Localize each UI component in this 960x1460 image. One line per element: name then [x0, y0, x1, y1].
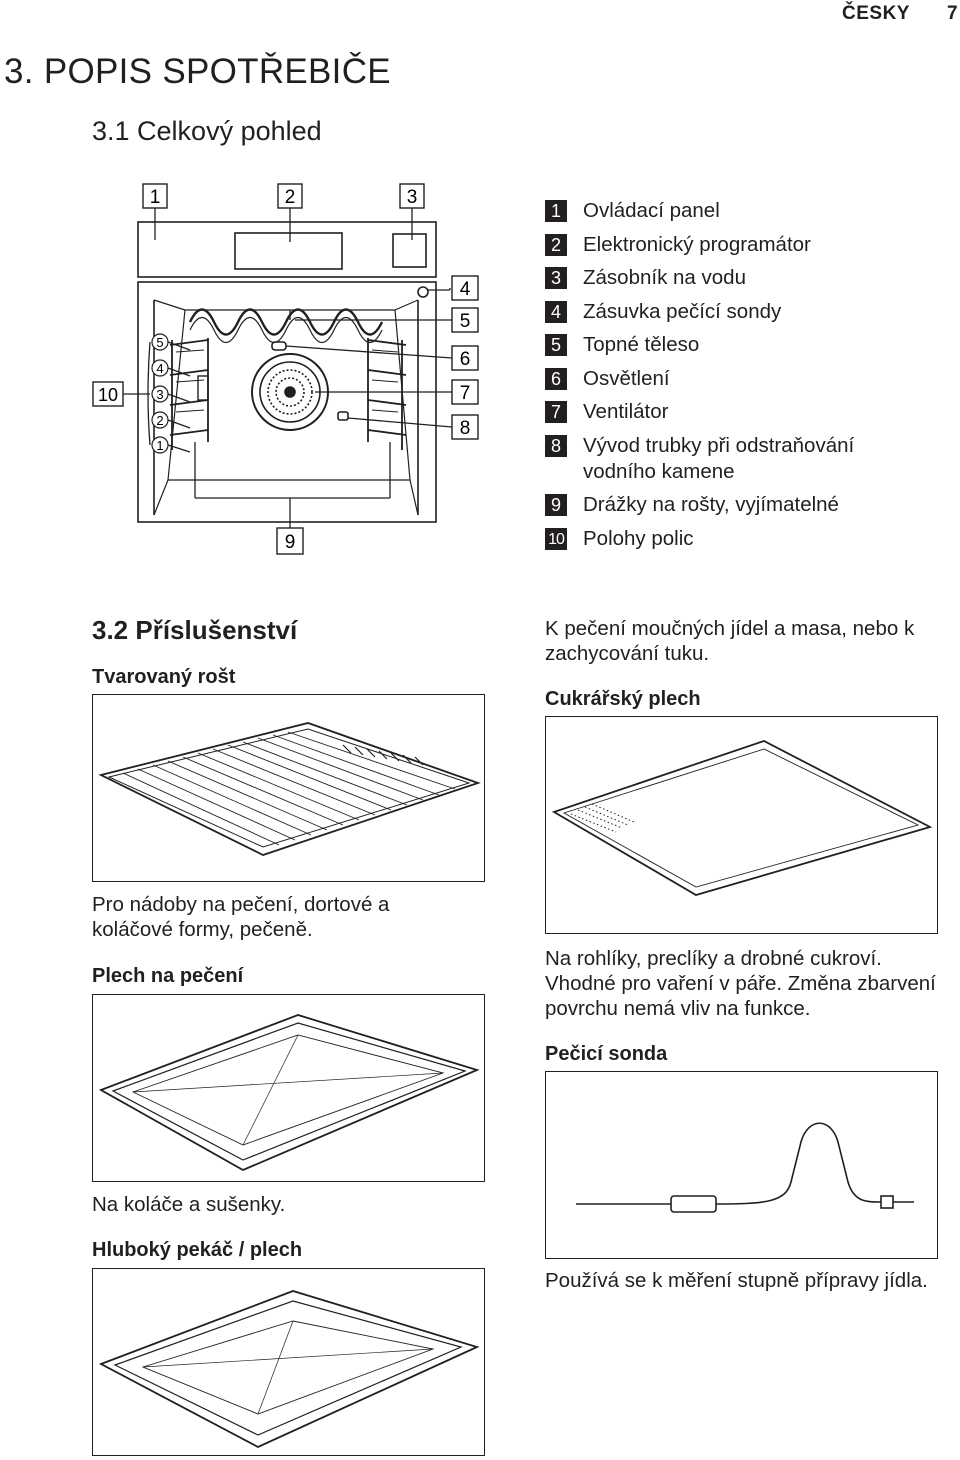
legend-number: 5	[545, 334, 567, 356]
grid-name: Tvarovaný rošt	[92, 666, 236, 688]
legend-number: 4	[545, 300, 567, 323]
pastry-tray-name: Cukrářský plech	[545, 688, 701, 710]
control-panel-outline	[137, 221, 437, 278]
callout-9	[276, 527, 304, 555]
chapter-title: 3. POPIS SPOTŘEBIČE	[4, 52, 391, 91]
probe-figure	[545, 1071, 938, 1259]
callout-8	[451, 414, 479, 440]
callout-7-label: 7	[460, 383, 471, 404]
probe-description: Používá se k měření stupně přípravy jídl…	[545, 1269, 928, 1292]
callout-6	[451, 345, 479, 371]
shelf-position-5: 5	[156, 335, 163, 350]
callout-2-label: 2	[285, 187, 296, 208]
shelf-position-markers	[151, 333, 169, 454]
roasting-tray-description: Na koláče a sušenky.	[92, 1193, 286, 1216]
callout-5	[451, 307, 479, 333]
descaling-outlet	[337, 411, 349, 421]
left-shelf-runners	[169, 338, 209, 450]
legend-text: Ventilátor	[583, 400, 669, 423]
deep-pan-illustration	[98, 1290, 480, 1449]
callout-10-label: 10	[98, 385, 118, 405]
callout-1	[142, 183, 168, 209]
header-language: ČESKY	[842, 3, 910, 24]
section-overview-title: 3.1 Celkový pohled	[92, 116, 322, 146]
probe-illustration	[576, 1122, 914, 1213]
callout-2	[277, 183, 303, 209]
callout-9-label: 9	[285, 532, 296, 553]
legend-number: 8	[545, 434, 567, 457]
legend-number: 7	[545, 401, 567, 423]
legend-item: 5 Topné těleso	[545, 332, 955, 358]
legend-item: 7 Ventilátor	[545, 399, 955, 425]
deep-pan-figure	[92, 1268, 485, 1456]
legend-number: 9	[545, 494, 567, 516]
roasting-tray-figure	[92, 994, 485, 1182]
callout-10	[92, 381, 124, 407]
legend-item: 1 Ovládací panel	[545, 198, 955, 224]
legend-number: 3	[545, 267, 567, 289]
generic-note: K pečení moučných jídel a masa, nebo k z…	[545, 617, 915, 665]
callout-3-label: 3	[407, 187, 418, 208]
right-shelf-runners	[367, 338, 407, 450]
callout-8-label: 8	[460, 418, 471, 439]
callout-3	[399, 183, 425, 209]
legend-item: 4 Zásuvka pečící sondy	[545, 299, 955, 325]
probe-name: Pečicí sonda	[545, 1043, 668, 1065]
legend-text: Zásobník na vodu	[583, 266, 746, 289]
pastry-tray-figure	[545, 716, 938, 934]
legend-item: 9 Drážky na rošty, vyjímatelné	[545, 492, 955, 518]
pastry-tray-description: Na rohlíky, preclíky a drobné cukroví. V…	[545, 947, 936, 1020]
callout-5-label: 5	[460, 311, 471, 332]
callout-7	[451, 379, 479, 405]
oven-overview-diagram: 1 2 3 4 5 6 7 8 9 10 5 4 3 2 1	[92, 183, 479, 555]
legend-text: Polohy polic	[583, 526, 694, 550]
legend-text: Ovládací panel	[583, 199, 720, 222]
legend-item: 10 Polohy polic	[545, 526, 955, 552]
water-tank	[392, 233, 427, 268]
legend-item: 3 Zásobník na vodu	[545, 265, 955, 291]
shelf-position-2: 2	[156, 413, 163, 428]
legend-item: 2 Elektronický programátor	[545, 232, 955, 258]
shelf-position-1: 1	[156, 438, 163, 453]
section-accessories-title: 3.2 Příslušenství	[92, 615, 298, 645]
probe-socket	[417, 286, 429, 298]
legend-number: 2	[545, 233, 567, 256]
grid-figure	[92, 694, 485, 882]
grid-description: Pro nádoby na pečení, dortové a koláčové…	[92, 893, 390, 941]
legend-text: Vývod trubky při odstraňování vodního ka…	[583, 433, 855, 483]
legend-text: Osvětlení	[583, 366, 670, 390]
roasting-tray-name: Plech na pečení	[92, 965, 244, 987]
programmer-display	[234, 232, 343, 270]
legend-text: Topné těleso	[583, 333, 700, 356]
callout-1-label: 1	[150, 187, 161, 208]
callout-6-label: 6	[460, 349, 471, 370]
legend-item: 8 Vývod trubky při odstraňování vodního …	[545, 433, 955, 485]
legend-number: 6	[545, 367, 567, 390]
legend-text: Elektronický programátor	[583, 232, 811, 256]
roasting-tray-illustration	[98, 1014, 480, 1172]
overview-legend: 1 Ovládací panel 2 Elektronický programá…	[545, 198, 955, 559]
pastry-tray-illustration	[551, 740, 933, 896]
page-number: 7	[947, 3, 958, 24]
legend-text: Zásuvka pečící sondy	[583, 299, 782, 323]
legend-text: Drážky na rošty, vyjímatelné	[583, 493, 839, 516]
grid-illustration	[98, 722, 481, 856]
shelf-position-3: 3	[156, 387, 163, 402]
callout-boxes: 1 2 3 4 5 6 7 8 9 10	[92, 183, 479, 555]
legend-number: 10	[545, 527, 567, 550]
callout-4-label: 4	[460, 279, 471, 300]
oven-cavity-outline	[137, 281, 437, 523]
shelf-position-4: 4	[156, 361, 163, 376]
deep-pan-name: Hluboký pekáč / plech	[92, 1239, 303, 1261]
legend-number: 1	[545, 200, 567, 222]
oven-light	[271, 341, 287, 351]
callout-4	[451, 275, 479, 301]
heating-element	[188, 308, 384, 336]
legend-item: 6 Osvětlení	[545, 366, 955, 392]
